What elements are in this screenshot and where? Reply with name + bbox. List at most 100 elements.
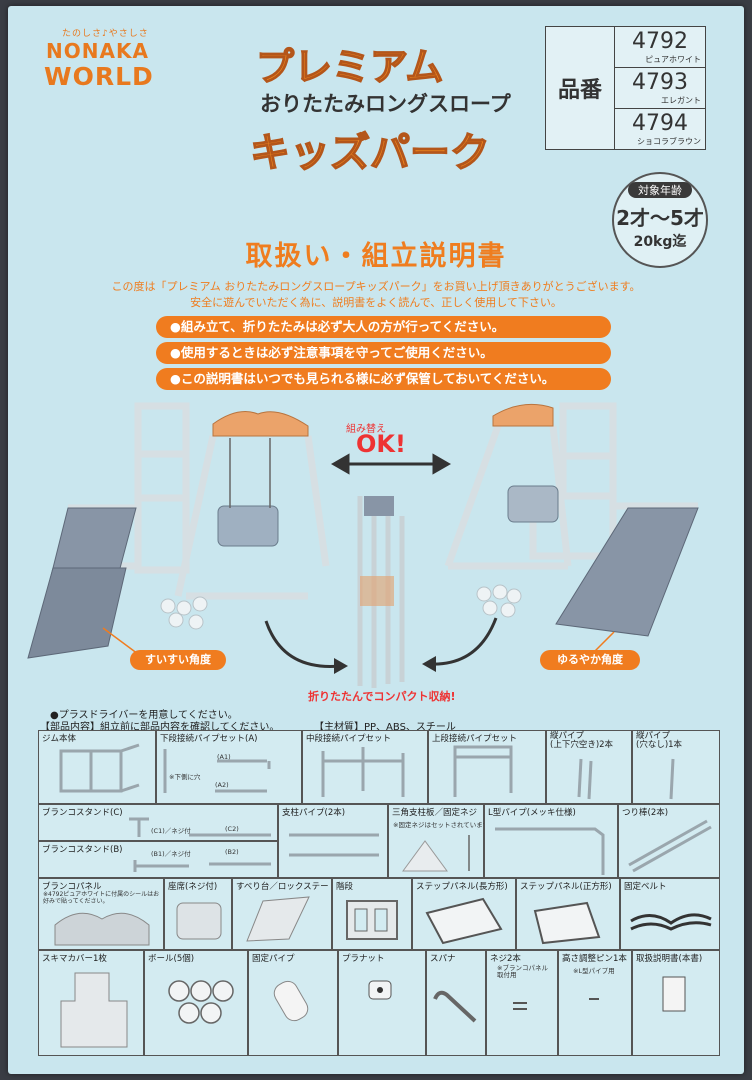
fold-arrow-left bbox=[264, 620, 341, 668]
swing-top-left bbox=[212, 411, 309, 437]
swap-ok: OK! bbox=[356, 430, 406, 458]
fold-arrow-right bbox=[429, 617, 498, 666]
brand-logo-line1: NONAKA bbox=[46, 39, 149, 63]
manual-sheet: たのしさ♪やさしさ NONAKA WORLD プレミアム おりたたみロングスロー… bbox=[8, 6, 744, 1074]
warning-item: ●組み立て、折りたたみは必ず大人の方が行ってください。 bbox=[156, 316, 611, 338]
right-playset bbox=[444, 402, 698, 570]
part-label: つり棒(2本) bbox=[622, 808, 669, 818]
brand-tagline: たのしさ♪やさしさ bbox=[62, 29, 149, 39]
gentle-angle-tag: ゆるやか角度 bbox=[540, 650, 640, 670]
warning-item: ●使用するときは必ず注意事項を守ってご使用ください。 bbox=[156, 342, 611, 364]
part-fix-pipe: 固定パイプ bbox=[248, 950, 338, 1056]
part-label: 中段接続パイプセット bbox=[306, 734, 392, 744]
weight-limit: 20kg迄 bbox=[633, 234, 687, 250]
brand-logo-line2: WORLD bbox=[44, 62, 154, 91]
swap-arrow bbox=[330, 453, 452, 475]
part-balls: ボール(5個) bbox=[144, 950, 248, 1056]
part-v-pipe-holes: 縦パイプ (上下穴空き)2本 bbox=[546, 730, 632, 804]
part-sublabel: (B1)／ネジ付 bbox=[151, 850, 191, 858]
product-title-line2: おりたたみロングスロープ bbox=[260, 92, 511, 116]
part-v-pipe-none: 縦パイプ (穴なし)1本 bbox=[632, 730, 720, 804]
part-post-pipe: 支柱パイプ(2本) bbox=[278, 804, 388, 878]
part-tri-plate: 三角支柱板／固定ネジ ※固定ネジはセットされています。 bbox=[388, 804, 495, 878]
swing-top-right bbox=[492, 403, 554, 427]
part-note: ※4792ピュアホワイトに付属のシールはお好みで貼ってください。 bbox=[43, 891, 160, 905]
part-label: ステップパネル(長方形) bbox=[416, 882, 508, 892]
part-note: ※固定ネジはセットされています。 bbox=[393, 821, 496, 829]
part-label: すべり台／ロックステー bbox=[236, 882, 329, 892]
steep-angle-tag: すいすい角度 bbox=[130, 650, 226, 670]
target-age-badge: 対象年齢 2才〜5才 20kg迄 bbox=[612, 172, 708, 268]
product-number: 4794 bbox=[632, 110, 688, 136]
product-number-label: 品番 bbox=[545, 26, 615, 150]
part-label: ネジ2本 bbox=[490, 954, 521, 964]
part-label: ステップパネル(正方形) bbox=[520, 882, 612, 892]
part-gym: ジム本体 bbox=[38, 730, 156, 804]
warning-item: ●この説明書はいつでも見られる様に必ず保管しておいてください。 bbox=[156, 368, 611, 390]
part-upper-pipe: 上段接続パイプセット bbox=[428, 730, 546, 804]
part-step-rect: ステップパネル(長方形) bbox=[412, 878, 516, 950]
driver-note: ●プラスドライバーを用意してください。 bbox=[50, 710, 238, 721]
fold-caption: 折りたたんでコンパクト収納! bbox=[308, 690, 456, 703]
part-label: 階段 bbox=[336, 882, 354, 892]
product-color: エレガント bbox=[661, 95, 701, 105]
balls-right bbox=[476, 584, 522, 618]
part-label: 高さ調整ピン1本 bbox=[562, 954, 627, 964]
slide-right bbox=[555, 507, 699, 637]
part-sublabel: (B2) bbox=[225, 848, 239, 856]
part-label: 縦パイプ (穴なし)1本 bbox=[636, 731, 683, 750]
part-slide: すべり台／ロックステー bbox=[232, 878, 332, 950]
part-pin: 高さ調整ピン1本 ※L型パイプ用 bbox=[558, 950, 632, 1056]
part-nut: プラナット bbox=[338, 950, 426, 1056]
part-lower-pipe: 下段接続パイプセット(A) (A1) (A2) ※下側に穴 bbox=[156, 730, 302, 804]
part-label: ブランコスタンド(B) bbox=[42, 845, 123, 855]
part-note: ※L型パイプ用 bbox=[573, 967, 615, 975]
product-title-line1: プレミアム bbox=[255, 44, 444, 90]
part-label: 固定パイプ bbox=[252, 954, 295, 964]
intro-thanks: この度は「プレミアム おりたたみロングスロープキッズパーク」をお買い上げ頂きあり… bbox=[111, 280, 641, 293]
part-hanger: つり棒(2本) bbox=[618, 804, 720, 878]
swap-label: 組み替え bbox=[346, 424, 386, 435]
part-label: プラナット bbox=[342, 954, 385, 964]
part-mid-pipe: 中段接続パイプセット bbox=[302, 730, 428, 804]
part-seat: 座席(ネジ付) bbox=[164, 878, 232, 950]
product-color: ピュアホワイト bbox=[645, 54, 701, 64]
part-steps: 階段 bbox=[332, 878, 412, 950]
part-note: ※下側に穴 bbox=[169, 773, 201, 781]
part-gap-cover: スキマカバー1枚 bbox=[38, 950, 144, 1056]
part-label: 縦パイプ (上下穴空き)2本 bbox=[550, 731, 614, 750]
part-label: 取扱説明書(本書) bbox=[636, 954, 703, 964]
part-swing-b: ブランコスタンド(B) (B1)／ネジ付 (B2) bbox=[38, 841, 278, 878]
intro-safety: 安全に遊んでいただく為に、説明書をよく読んで、正しく使用して下さい。 bbox=[190, 296, 562, 309]
swing-seat-left bbox=[217, 505, 279, 547]
part-label: L型パイプ(メッキ仕様) bbox=[488, 808, 576, 818]
product-title-line3: キッズパーク bbox=[249, 129, 491, 177]
part-swing-c: ブランコスタンド(C) (C1)／ネジ付 (C2) bbox=[38, 804, 278, 841]
target-age-label: 対象年齢 bbox=[628, 182, 692, 198]
part-label: 支柱パイプ(2本) bbox=[282, 808, 346, 818]
part-note: ※ブランコパネル 取付用 bbox=[497, 964, 548, 979]
part-label: 固定ベルト bbox=[624, 882, 667, 892]
part-belt: 固定ベルト bbox=[620, 878, 720, 950]
part-label: ジム本体 bbox=[42, 734, 77, 744]
part-label: スキマカバー1枚 bbox=[42, 954, 107, 964]
part-sublabel: (C2) bbox=[225, 825, 239, 833]
part-sublabel: (C1)／ネジ付 bbox=[151, 827, 191, 835]
part-label: ブランコパネル bbox=[42, 882, 102, 892]
target-age-range: 2才〜5才 bbox=[616, 206, 704, 230]
product-number: 4792 bbox=[632, 28, 688, 54]
part-label: スパナ bbox=[430, 954, 456, 964]
part-label: 三角支柱板／固定ネジ bbox=[392, 808, 478, 818]
part-label: 座席(ネジ付) bbox=[168, 882, 218, 892]
parts-grid: ジム本体 下段接続パイプセット(A) (A1) (A2) ※下側に穴 中段接続パ… bbox=[38, 730, 720, 1056]
part-step-square: ステップパネル(正方形) bbox=[516, 878, 620, 950]
part-label: ボール(5個) bbox=[148, 954, 195, 964]
contents-note: 【部品内容】組立前に部品内容を確認してください。 bbox=[40, 722, 280, 733]
material-note: 【主材質】PP、ABS、スチール bbox=[314, 722, 456, 733]
playset-illustration bbox=[27, 402, 699, 688]
part-manual: 取扱説明書(本書) bbox=[632, 950, 720, 1056]
part-label: 下段接続パイプセット(A) bbox=[160, 734, 258, 744]
